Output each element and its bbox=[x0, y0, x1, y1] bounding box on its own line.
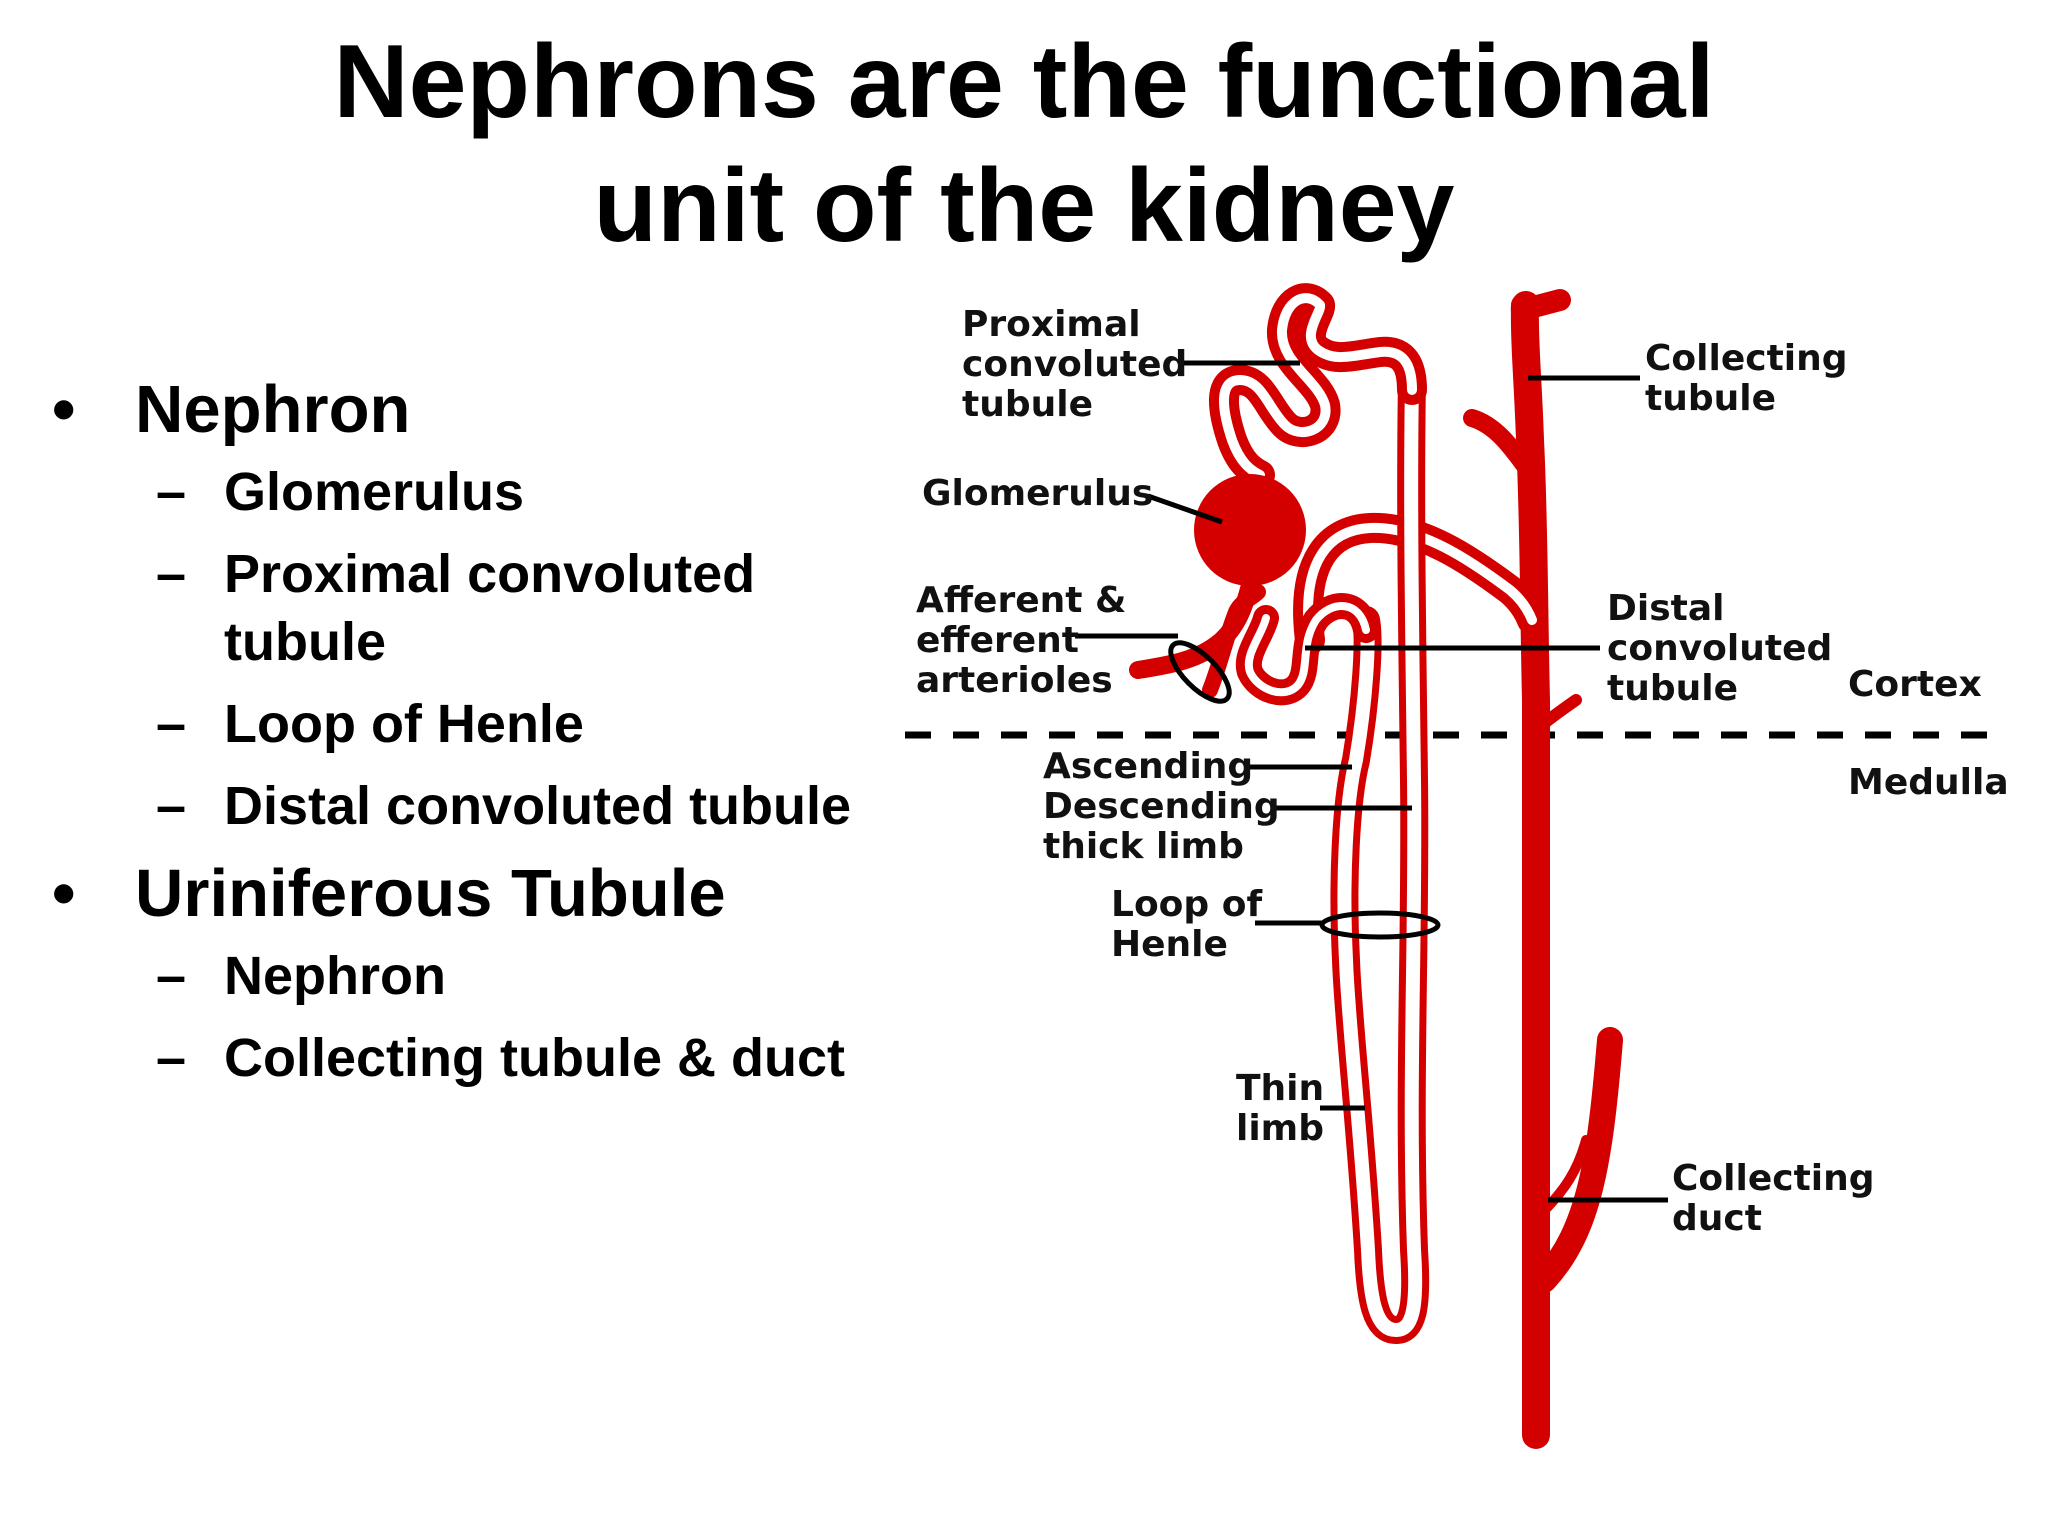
label-cortex: Cortex bbox=[1848, 664, 1982, 705]
sub-bullet-text: Collecting tubule & duct bbox=[224, 1028, 845, 1088]
label-thin-limb: Thin limb bbox=[1236, 1068, 1337, 1149]
sub-bullet-glomerulus: – Glomerulus bbox=[52, 458, 912, 526]
bullet-text: Uriniferous Tubule bbox=[135, 856, 726, 931]
dash-mark: – bbox=[156, 776, 187, 836]
dash-mark: – bbox=[156, 946, 187, 1006]
bullet-mark: • bbox=[52, 856, 76, 931]
label-proximal: Proximal convoluted tubule bbox=[962, 304, 1200, 425]
sub-bullet-proximal: – Proximal convoluted tubule bbox=[52, 540, 912, 676]
sub-bullet-loop: – Loop of Henle bbox=[52, 690, 912, 758]
sub-bullet-nephron: – Nephron bbox=[52, 942, 912, 1010]
sub-bullet-text: Glomerulus bbox=[224, 462, 525, 522]
collecting-duct-lower-branch bbox=[1531, 1027, 1623, 1293]
collecting-tubule-cap bbox=[1511, 289, 1571, 321]
collecting-branch-lower bbox=[1530, 694, 1582, 736]
dash-mark: – bbox=[156, 544, 187, 604]
dash-mark: – bbox=[156, 1028, 187, 1088]
bullet-nephron: • Nephron bbox=[52, 370, 912, 450]
juxtaglomerular-ring bbox=[1168, 640, 1232, 704]
glomerulus bbox=[1194, 474, 1306, 586]
title-line-1: Nephrons are the functional bbox=[333, 24, 1715, 140]
label-limbs: Ascending Descending thick limb bbox=[1043, 746, 1292, 867]
sub-bullet-text: Loop of Henle bbox=[224, 694, 584, 754]
sub-bullet-text-cont: tubule bbox=[224, 612, 386, 672]
label-collecting-tubule: Collecting tubule bbox=[1645, 338, 1860, 419]
dash-mark: – bbox=[156, 694, 187, 754]
bullet-text: Nephron bbox=[135, 372, 411, 447]
loop-of-henle-lumen bbox=[1337, 373, 1423, 1337]
label-arterioles: Afferent & efferent arterioles bbox=[916, 580, 1139, 701]
bullet-uriniferous: • Uriniferous Tubule bbox=[52, 854, 912, 934]
sub-bullet-text: Distal convoluted tubule bbox=[224, 776, 852, 836]
slide-title: Nephrons are the functional unit of the … bbox=[0, 20, 2048, 268]
label-glomerulus: Glomerulus bbox=[922, 473, 1153, 514]
sub-bullet-text: Proximal convoluted bbox=[224, 544, 756, 604]
sub-bullet-distal: – Distal convoluted tubule bbox=[52, 772, 912, 840]
label-medulla: Medulla bbox=[1848, 762, 2009, 803]
label-distal: Distal convoluted tubule bbox=[1607, 588, 1845, 709]
bullet-list: • Nephron – Glomerulus – Proximal convol… bbox=[52, 370, 912, 1106]
label-loop-of-henle: Loop of Henle bbox=[1111, 884, 1275, 965]
dash-mark: – bbox=[156, 462, 187, 522]
collecting-branch-upper bbox=[1463, 409, 1537, 479]
label-collecting-duct: Collecting duct bbox=[1672, 1158, 1887, 1239]
distal-tubule-curl-lumen bbox=[1244, 602, 1370, 697]
proximal-convoluted-tubule-lumen bbox=[1219, 293, 1417, 480]
title-line-2: unit of the kidney bbox=[593, 148, 1455, 264]
leader-glomerulus bbox=[1147, 493, 1223, 525]
sub-bullet-collecting: – Collecting tubule & duct bbox=[52, 1024, 912, 1092]
sub-bullet-text: Nephron bbox=[224, 946, 446, 1006]
bullet-mark: • bbox=[52, 372, 76, 447]
collecting-duct-join bbox=[1535, 1135, 1591, 1220]
